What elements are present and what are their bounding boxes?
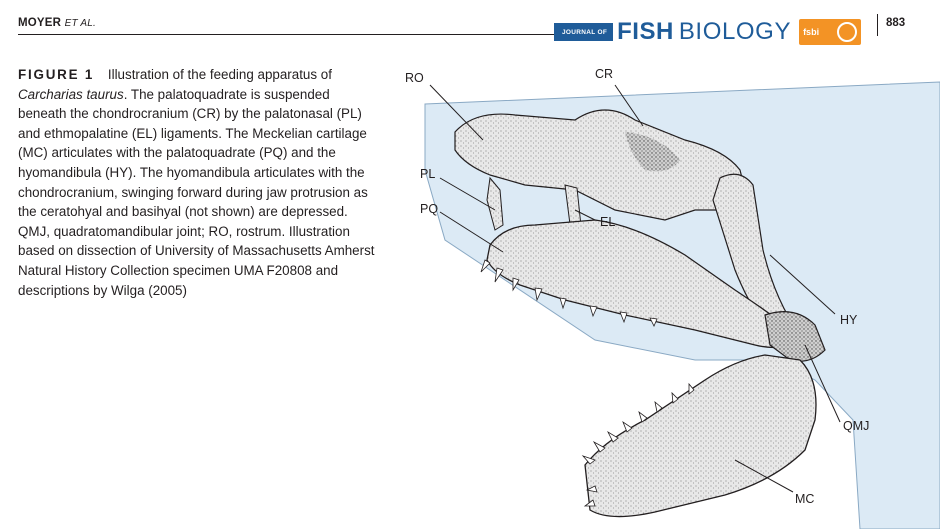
journal-title-word2: BIOLOGY [678,18,792,45]
figure-label: FIGURE 1 [18,67,95,82]
label-chondrocranium: CR [595,67,613,81]
running-header-authors: MOYER ET AL. [18,17,96,29]
label-hyomandibula: HY [840,313,858,327]
label-ethmopalatine: EL [600,215,615,229]
label-meckelian-cartilage: MC [795,492,814,506]
author-name: MOYER [18,17,62,29]
leader-lines [429,84,841,493]
label-palatonasal: PL [420,167,435,181]
palatoquadrate-shape [486,219,791,349]
header-rule [18,34,554,35]
journal-prefix: JOURNAL OF [554,23,614,41]
society-logo: fsbi [799,19,862,45]
palatonasal-ligament-shape [486,176,504,231]
caption-species: Carcharias taurus [18,86,124,102]
label-palatoquadrate: PQ [420,202,438,216]
figure-caption: FIGURE 1 Illustration of the feeding app… [18,65,378,300]
upper-teeth [480,259,658,327]
chondrocranium-shadow [625,132,680,172]
page-number: 883 [886,17,906,29]
feeding-apparatus-illustration: RO CR PL PQ EL HY QMJ MC [395,60,940,529]
society-abbrev: fsbi [803,26,820,37]
journal-logo: JOURNAL OF FISH BIOLOGY fsbi [554,18,866,46]
header-divider [877,14,878,36]
label-rostrum: RO [405,71,424,85]
lower-teeth [581,382,695,507]
label-quadratomandibular-joint: QMJ [843,419,869,433]
caption-body: . The palatoquadrate is suspended beneat… [18,86,375,298]
journal-title-word1: FISH [617,18,674,45]
society-emblem-icon [837,22,858,42]
author-suffix: ET AL. [64,18,96,29]
meckelian-cartilage-shape [584,354,817,518]
caption-intro: Illustration of the feeding apparatus of [107,67,332,82]
chondrocranium-shape [454,109,746,221]
illustration-svg: RO CR PL PQ EL HY QMJ MC [405,67,940,529]
